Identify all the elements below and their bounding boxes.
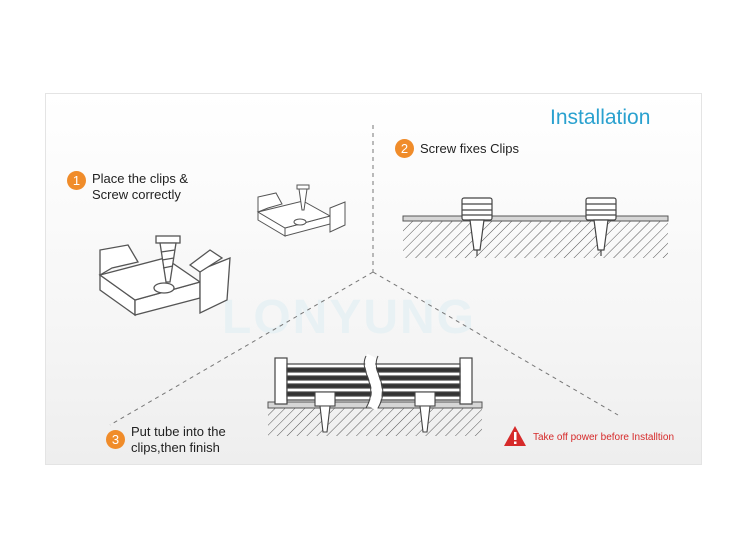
divider-lines	[109, 125, 619, 426]
warning-text: Take off power before Installtion	[533, 431, 675, 443]
clip-small	[256, 192, 346, 237]
step-2-line1: Screw fixes Clips	[420, 141, 519, 156]
screw-small	[296, 184, 310, 211]
step-1-line1: Place the clips &	[92, 171, 189, 186]
step-1: 1 Place the clips & Screw correctly	[67, 171, 188, 203]
step-1-line2: Screw correctly	[92, 187, 181, 202]
step-1-text: Place the clips & Screw correctly	[92, 171, 188, 203]
clip-screw-3a	[314, 391, 336, 433]
screw-large	[155, 235, 181, 283]
watermark: LONYUNG	[222, 291, 476, 344]
step-3-text: Put tube into the clips,then finish	[131, 424, 226, 456]
step-2: 2 Screw fixes Clips	[395, 139, 519, 158]
clip-screw-3b	[414, 391, 436, 433]
step-2-badge: 2	[395, 139, 414, 158]
warning-note: Take off power before Installtion	[505, 427, 674, 447]
base-step2	[402, 215, 669, 258]
step-3-badge: 3	[106, 430, 125, 449]
step-3: 3 Put tube into the clips,then finish	[106, 424, 226, 456]
page-title: Installation	[550, 106, 651, 129]
step-2-text: Screw fixes Clips	[420, 139, 519, 157]
clip-screw-left	[461, 197, 493, 256]
tube	[274, 353, 473, 411]
step-3-line2: clips,then finish	[131, 440, 220, 455]
step-1-badge: 1	[67, 171, 86, 190]
step-3-line1: Put tube into the	[131, 424, 226, 439]
warning-icon	[504, 426, 526, 446]
clip-screw-right	[585, 197, 617, 256]
clip-large	[98, 244, 231, 317]
